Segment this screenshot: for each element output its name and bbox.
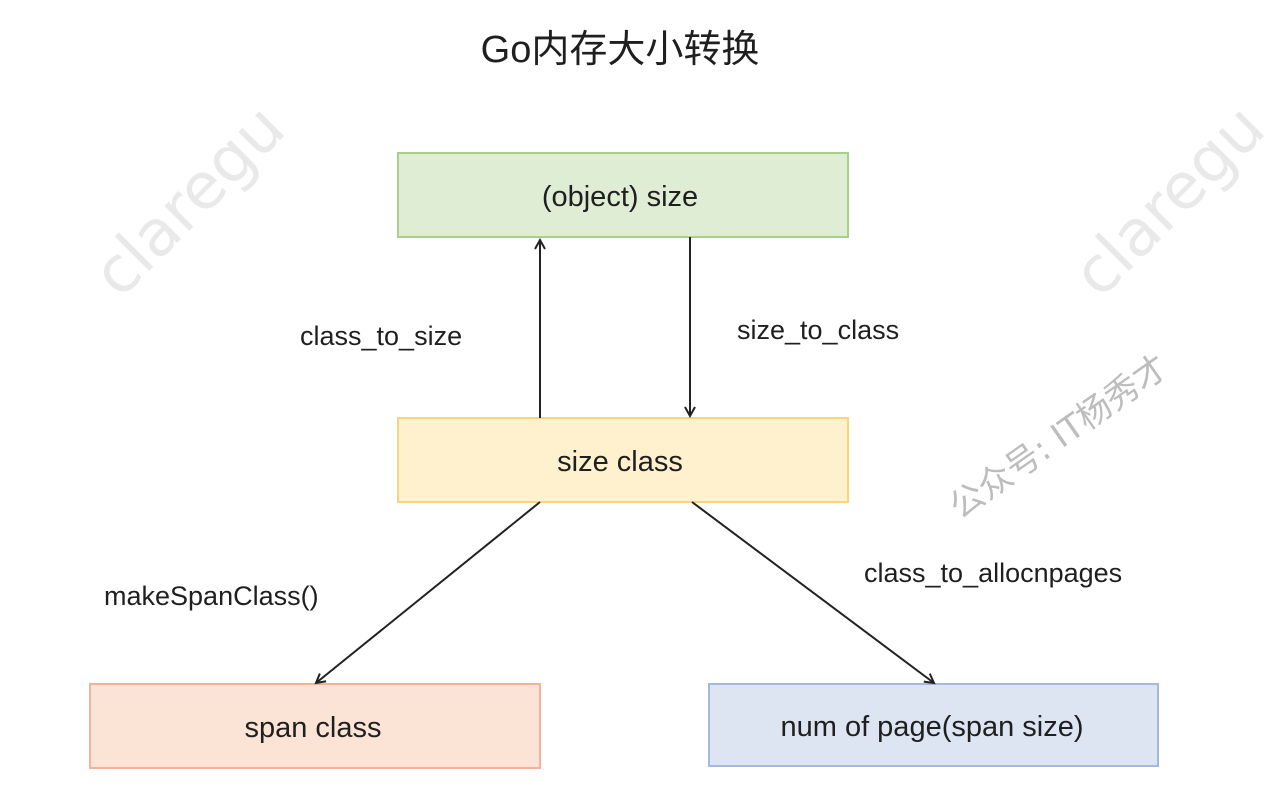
diagram-title: Go内存大小转换 [481,29,760,71]
node-label: (object) size [542,181,698,213]
watermark: claregu [79,91,299,311]
edge-label-size-to-class: size_to_class [737,315,899,345]
node-num-pages: num of page(span size) [708,683,1159,767]
node-object-size: (object) size [397,152,849,238]
edge-label-make-span-class: makeSpanClass() [104,581,319,611]
watermark: claregu [1059,91,1279,311]
node-span-class: span class [89,683,541,769]
arrow-make-span-class [316,501,541,683]
node-label: span class [244,712,381,744]
edge-label-class-to-size: class_to_size [300,321,462,351]
arrow-class-to-allocnpages [691,501,934,683]
node-size-class: size class [397,417,849,503]
node-label: size class [557,446,683,478]
edge-label-class-to-allocnpages: class_to_allocnpages [864,558,1122,588]
node-label: num of page(span size) [780,711,1083,743]
account-watermark: 公众号: IT杨秀才 [942,347,1176,527]
